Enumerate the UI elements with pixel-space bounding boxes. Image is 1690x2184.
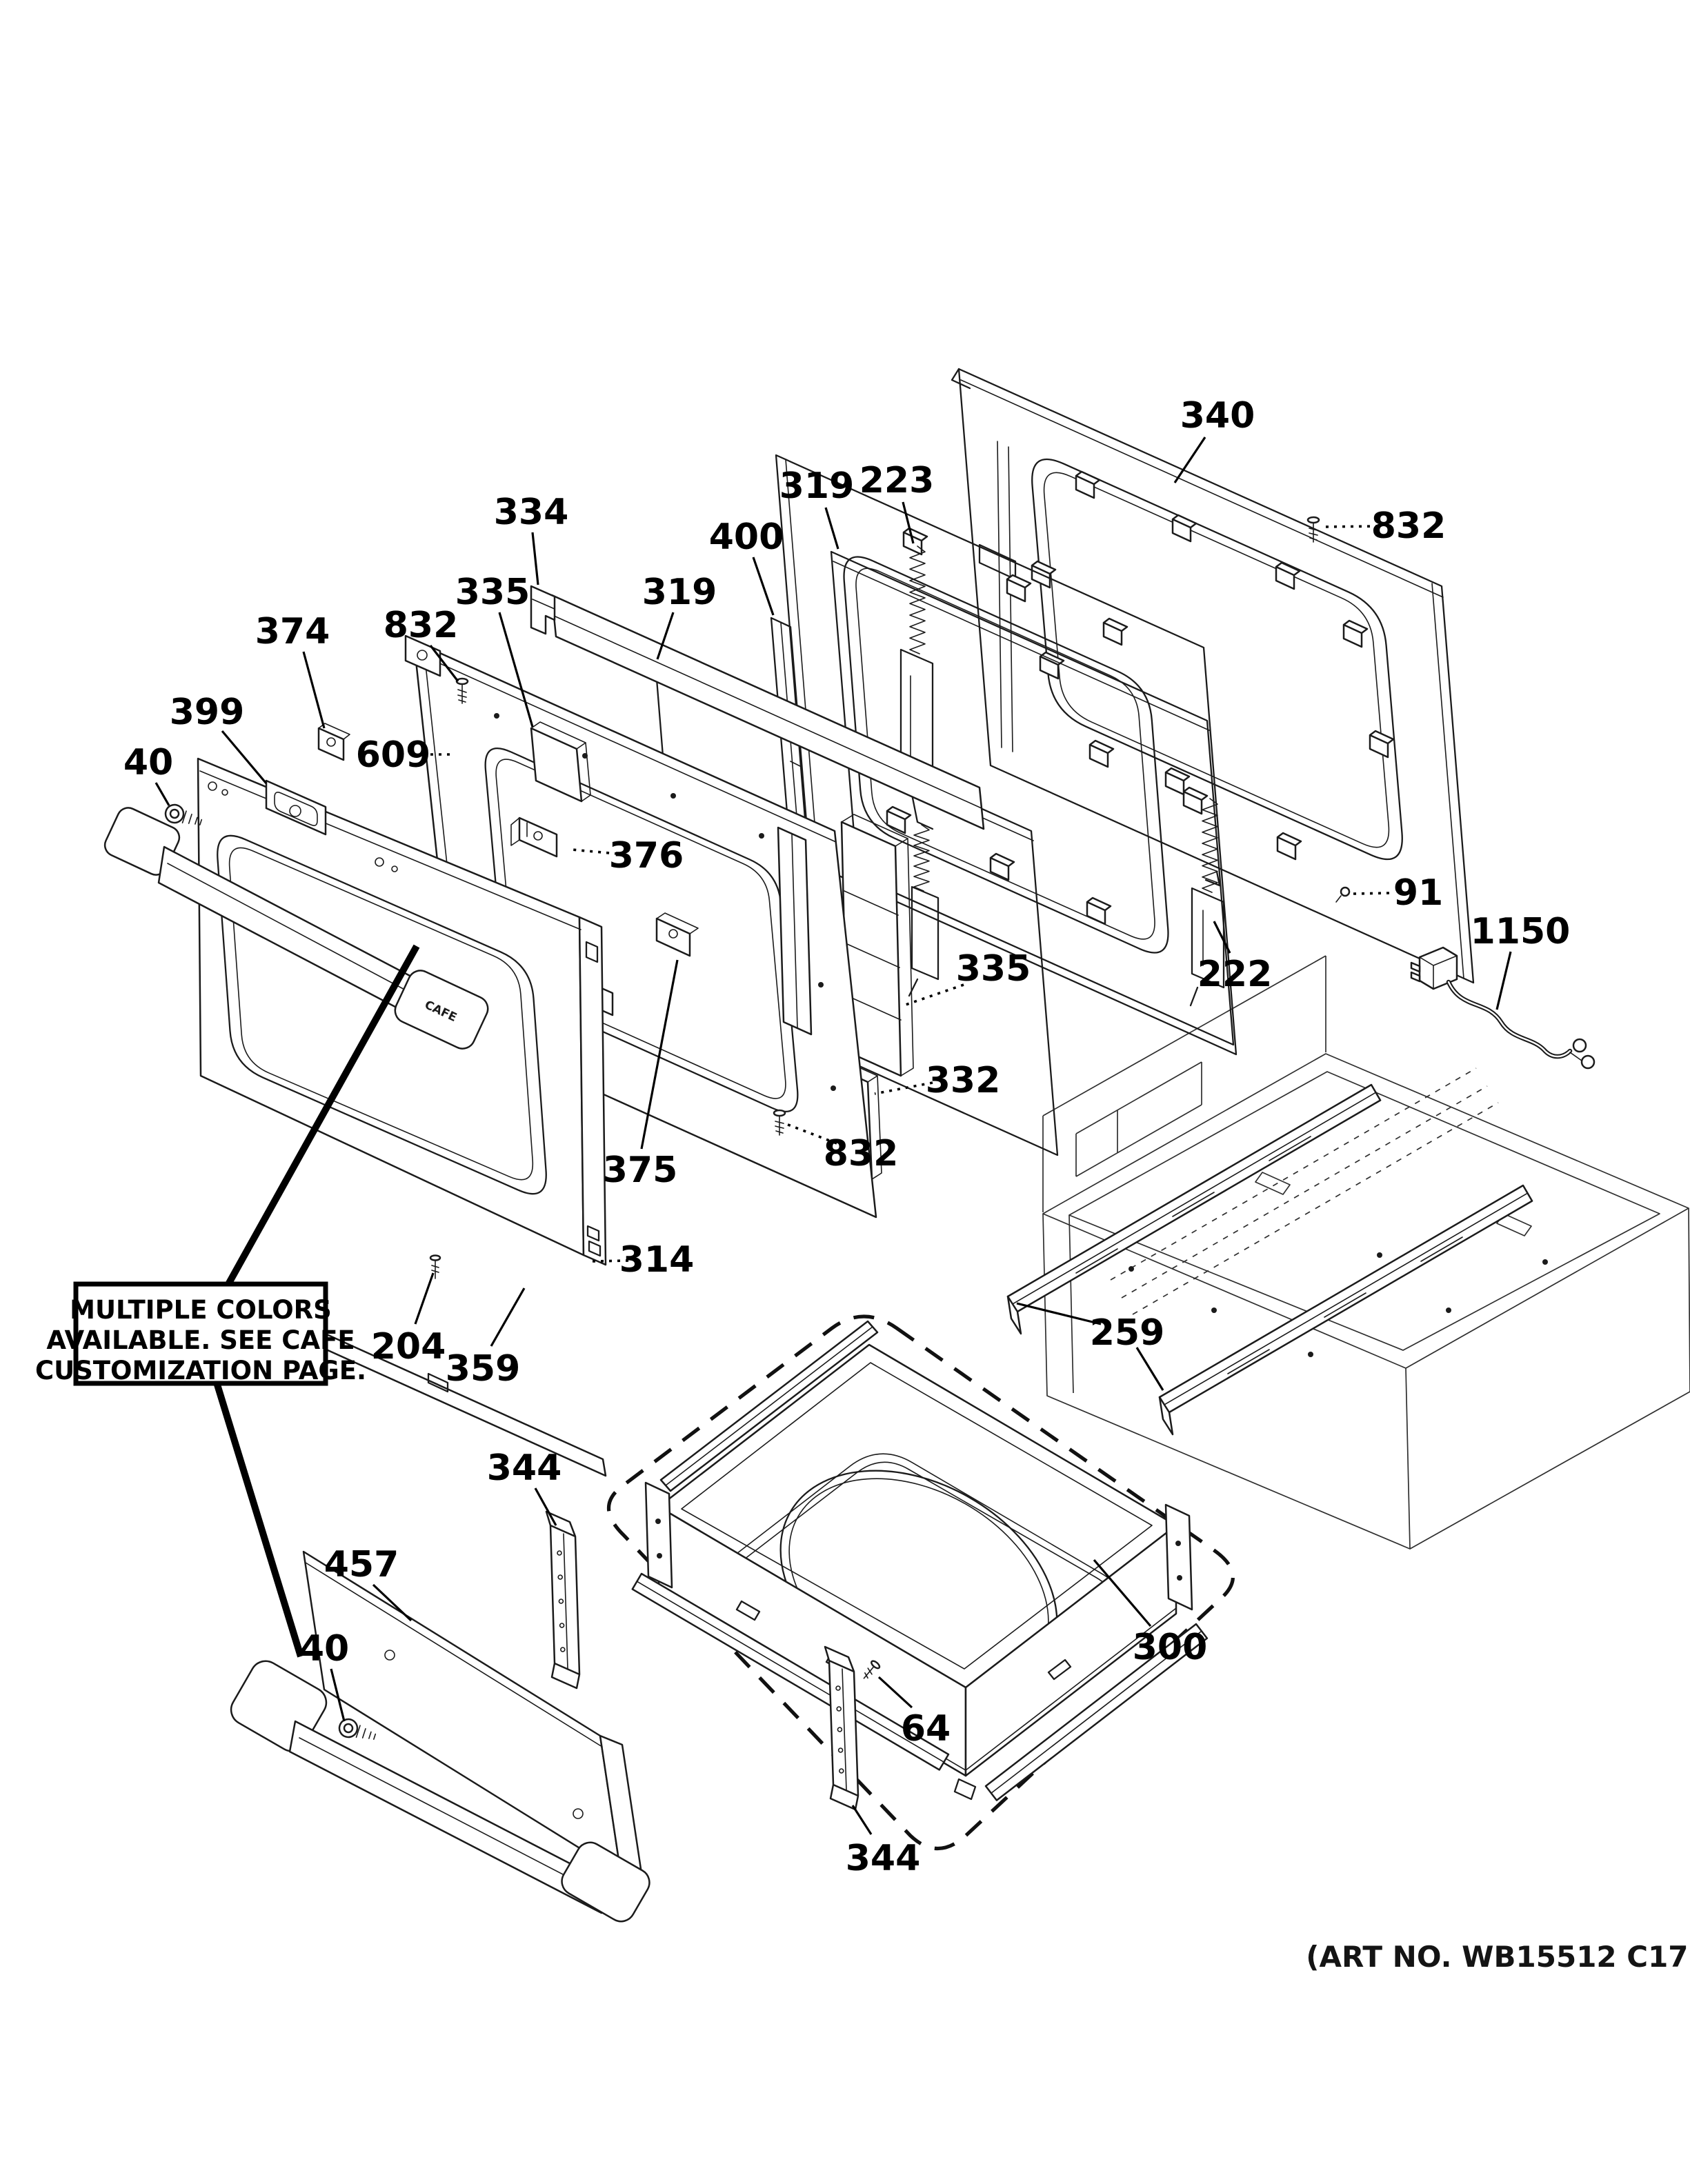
part-callout-375-20: 375 (603, 1150, 678, 1191)
callout-leader-334-0 (531, 532, 539, 585)
part-callout-64-28: 64 (901, 1708, 951, 1750)
oven-door-handle: CAFE (103, 807, 489, 1050)
part-callout-344-25: 344 (487, 1447, 562, 1489)
door-clip-374 (317, 723, 350, 761)
callout-leader-223-10 (902, 501, 915, 544)
range-chassis-art (1042, 955, 1690, 1550)
part-callout-334-0: 334 (494, 492, 569, 533)
callout-leader-1150-14 (1495, 951, 1512, 1010)
note-leader-to-drawer (214, 1383, 304, 1658)
part-callout-1150-14: 1150 (1471, 911, 1571, 952)
note-box-frame (73, 1281, 328, 1386)
door-window-frame-panel (775, 454, 1237, 1056)
callout-leader-832-12 (1321, 525, 1379, 528)
part-callout-319-7: 319 (642, 572, 717, 613)
note-line-3: CUSTOMIZATION PAGE. (35, 1356, 366, 1385)
callout-leader-832-2 (429, 645, 459, 682)
callout-leader-332-18 (874, 1081, 933, 1095)
part-callout-314-21: 314 (619, 1239, 695, 1281)
callout-leader-91-13 (1353, 892, 1390, 895)
door-back-panel-340 (951, 368, 1475, 984)
callout-leader-340-11 (1173, 437, 1206, 483)
callout-leader-457-26 (372, 1583, 412, 1622)
drawer-bracket-344-left (545, 1510, 581, 1690)
callout-leader-832-19 (786, 1123, 837, 1145)
part-callout-344-29: 344 (846, 1838, 921, 1879)
screw-clip-91 (1335, 886, 1351, 903)
callout-leader-344-29 (851, 1805, 873, 1835)
screw-832-bottom (773, 1109, 786, 1136)
part-callout-259-24: 259 (1090, 1312, 1165, 1354)
screw-64 (863, 1660, 881, 1679)
part-callout-400-8: 400 (709, 517, 784, 558)
part-callout-359-23: 359 (446, 1348, 521, 1390)
note-leader-to-door (224, 944, 420, 1288)
part-callout-223-10: 223 (859, 460, 935, 501)
callout-leader-335-17 (903, 983, 964, 1007)
callout-leader-319-9 (824, 507, 839, 550)
screw-204 (429, 1254, 441, 1279)
callout-leader-40-5 (155, 782, 170, 806)
glass-clip-376 (510, 817, 558, 858)
part-callout-40-27: 40 (299, 1628, 349, 1670)
part-callout-832-19: 832 (824, 1133, 899, 1174)
part-callout-319-9: 319 (779, 465, 855, 507)
callout-leader-359-23 (490, 1288, 526, 1347)
part-callout-399-4: 399 (170, 692, 245, 733)
drawer-bracket-344-right (824, 1645, 859, 1811)
callout-leader-300-30 (1093, 1559, 1152, 1627)
callout-leader-259-24 (1016, 1302, 1102, 1325)
drawer-slide-rails-259 (1006, 1083, 1533, 1436)
callout-leader-204-22 (414, 1272, 435, 1325)
part-callout-832-2: 832 (384, 605, 459, 646)
part-callout-222-15: 222 (1197, 954, 1273, 995)
callout-leader-259-24 (1135, 1347, 1164, 1391)
note-box: MULTIPLE COLORS AVAILABLE. SEE CAFE CUST… (35, 944, 420, 1658)
part-callout-300-30: 300 (1133, 1627, 1208, 1668)
drawer-handle (230, 1660, 650, 1923)
note-line-1: MULTIPLE COLORS (70, 1295, 332, 1325)
callout-leader-222-15 (1213, 921, 1231, 954)
art-number: (ART NO. WB15512 C17) (1306, 1940, 1690, 1974)
part-callout-204-22: 204 (371, 1326, 446, 1367)
part-callout-340-11: 340 (1180, 395, 1255, 437)
callout-leader-400-8 (752, 557, 775, 616)
wire-harness-1150 (1410, 946, 1595, 1070)
glass-clip-375 (655, 912, 699, 957)
spring-latch-223 (899, 545, 940, 997)
screw-40-upper (164, 803, 203, 825)
callout-leader-319-7 (656, 612, 675, 660)
part-callout-40-5: 40 (123, 742, 173, 783)
callout-leader-40-27 (330, 1668, 346, 1722)
callout-leader-344-25 (534, 1487, 557, 1526)
door-liner-609 (404, 634, 877, 1219)
part-callout-91-13: 91 (1393, 872, 1443, 914)
part-callout-609-6: 609 (356, 734, 431, 776)
insulation-pad-335 (530, 721, 591, 803)
callout-leader-335-1 (498, 612, 534, 728)
part-callout-457-26: 457 (324, 1544, 399, 1585)
spring-latch-222 (1189, 798, 1225, 1007)
part-callout-335-1: 335 (455, 572, 530, 613)
drawer-front-panel-457 (230, 1550, 650, 1923)
part-callout-376-16: 376 (609, 835, 684, 876)
callout-leader-375-20 (640, 959, 679, 1150)
screw-40-lower (338, 1718, 377, 1740)
callout-leader-64-28 (877, 1676, 913, 1709)
drawer-kit-outline (606, 1314, 1235, 1851)
part-callout-832-12: 832 (1371, 505, 1447, 547)
note-line-2: AVAILABLE. SEE CAFE (46, 1325, 355, 1355)
part-callout-374-3: 374 (255, 611, 330, 652)
callout-leader-374-3 (302, 651, 326, 729)
latch-plate-399 (265, 779, 327, 836)
screw-832-right (1306, 516, 1320, 543)
part-callout-335-17: 335 (956, 948, 1031, 990)
part-callout-332-18: 332 (926, 1060, 1001, 1101)
callout-leader-399-4 (221, 730, 268, 785)
drawer-pan-300 (631, 1320, 1209, 1801)
